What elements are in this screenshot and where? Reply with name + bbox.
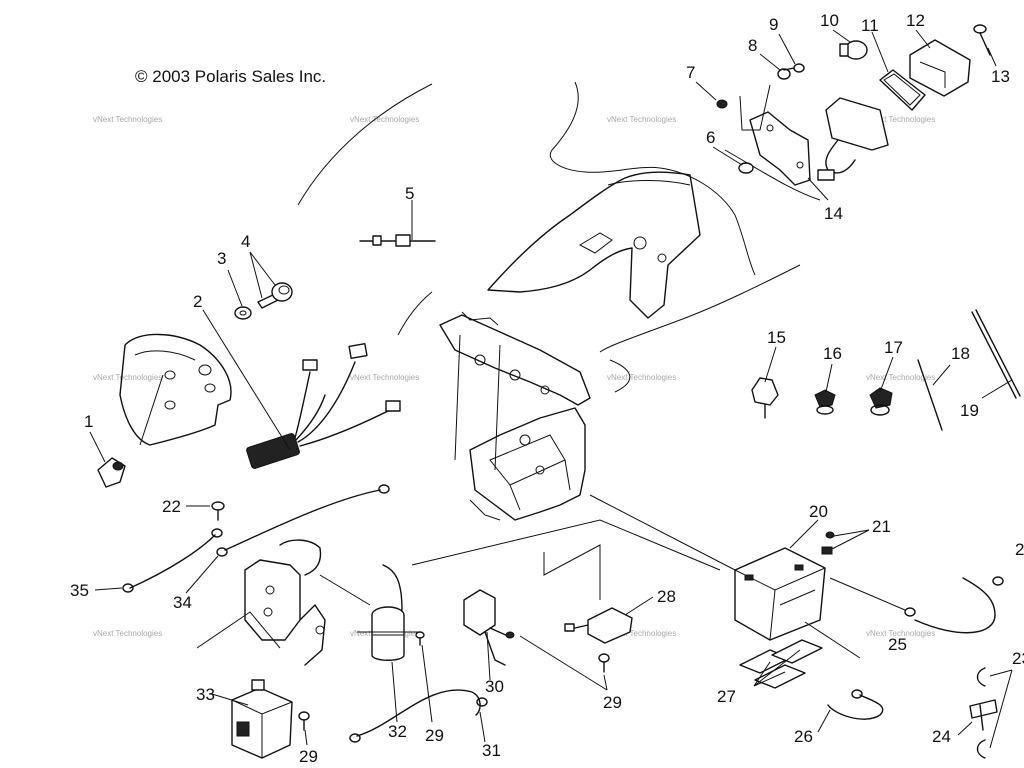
callout-25: 25	[888, 635, 907, 654]
part-12-lens	[909, 39, 971, 97]
callout-35: 35	[70, 581, 89, 600]
part-1-switch	[97, 457, 126, 488]
watermark: vNext Technologies	[93, 629, 162, 638]
watermark: vNext Technologies	[93, 115, 162, 124]
callout-22: 22	[162, 497, 181, 516]
part-2-wire-harness	[246, 343, 401, 469]
callout-11: 11	[861, 16, 879, 35]
part-7-nut	[716, 99, 728, 109]
part-22-bolt	[211, 501, 225, 521]
part-8-washer	[777, 68, 791, 80]
part-35-cable	[122, 528, 223, 593]
part-31-ground-cable	[349, 689, 488, 743]
part-3-grommet	[234, 306, 252, 320]
callout-14: 14	[824, 204, 843, 223]
watermark: vNext Technologies	[866, 373, 935, 382]
part-18-cable-tie	[917, 359, 943, 431]
callout-27: 27	[717, 687, 736, 706]
body-outline	[297, 81, 821, 393]
mounting-bracket	[244, 539, 326, 666]
part-15-clip	[751, 377, 779, 419]
callout-20: 20	[809, 502, 828, 521]
callout-13: 13	[991, 67, 1010, 86]
part-5-fuse-wire	[359, 234, 436, 247]
callout-29: 29	[603, 693, 622, 712]
watermark: vNext Technologies	[607, 629, 676, 638]
callout-labels: 1 2 3 4 5 6 7 8 9 10 11 12 13 14 15 16 1…	[70, 11, 1024, 766]
callout-23: 23	[1012, 649, 1024, 668]
part-21-nut	[821, 546, 833, 555]
callout-26: 26	[794, 727, 813, 746]
watermark: vNext Technologies	[866, 115, 935, 124]
part-34-cable	[216, 484, 390, 557]
part-19-cable-tie	[971, 309, 1021, 399]
leader-lines	[89, 29, 1013, 749]
callout-21: 21	[872, 517, 891, 536]
part-33-cdi-box	[231, 679, 293, 759]
part-9-bolt	[783, 63, 805, 73]
copyright-text: © 2003 Polaris Sales Inc.	[135, 67, 326, 86]
watermark: vNext Technologies	[350, 115, 419, 124]
part-4-knob	[257, 282, 293, 309]
part-28-regulator	[564, 607, 633, 644]
watermark: vNext Technologies	[866, 629, 935, 638]
callout-17: 17	[884, 338, 903, 357]
callout-18: 18	[951, 344, 970, 363]
callout-2: 2	[193, 292, 202, 311]
callout-31: 31	[482, 741, 501, 760]
watermark: vNext Technologies	[93, 373, 162, 382]
part-29-screw	[598, 653, 610, 673]
part-30-solenoid	[463, 589, 515, 666]
part-29-screw	[415, 631, 425, 646]
frame	[439, 311, 591, 521]
callout-7: 7	[686, 63, 695, 82]
callout-28: 28	[657, 587, 676, 606]
callout-15: 15	[767, 328, 786, 347]
part-32-ignition-coil	[357, 564, 420, 661]
callout-5: 5	[405, 184, 414, 203]
part-10-bulb	[839, 40, 868, 60]
part-14-taillight-bracket	[749, 97, 889, 186]
callout-3: 3	[217, 249, 226, 268]
callout-29: 29	[299, 747, 318, 766]
part-16-clip	[814, 389, 836, 415]
callout-16: 16	[823, 344, 842, 363]
part-26-battery-cable	[827, 689, 884, 720]
callout-32: 32	[388, 722, 407, 741]
part-23-clips	[976, 667, 986, 759]
part-11-gasket	[879, 69, 926, 111]
callout-30: 30	[485, 677, 504, 696]
part-24-strap	[969, 699, 998, 731]
watermark: vNext Technologies	[350, 373, 419, 382]
callout-1: 1	[84, 412, 93, 431]
callout-2-edge: 2	[1015, 540, 1024, 559]
watermark: vNext Technologies	[607, 115, 676, 124]
part-20-battery	[734, 547, 826, 641]
callout-29: 29	[425, 726, 444, 745]
part-27-pads	[739, 639, 823, 689]
part-17-clip	[869, 387, 893, 416]
part-25-battery-cable	[904, 576, 1004, 634]
callout-34: 34	[173, 593, 192, 612]
callout-33: 33	[196, 685, 215, 704]
callout-8: 8	[748, 36, 757, 55]
part-13-screw	[973, 24, 991, 56]
callout-19: 19	[960, 401, 979, 420]
callout-4: 4	[241, 232, 250, 251]
part-29-screw	[298, 711, 310, 731]
headlight-pod	[119, 333, 232, 446]
watermark: vNext Technologies	[607, 373, 676, 382]
callout-6: 6	[706, 128, 715, 147]
callout-12: 12	[906, 11, 925, 30]
part-6-washer	[738, 162, 754, 174]
part-21-bolt	[825, 531, 835, 539]
callout-9: 9	[769, 15, 778, 34]
callout-24: 24	[932, 727, 951, 746]
callout-10: 10	[820, 11, 839, 30]
